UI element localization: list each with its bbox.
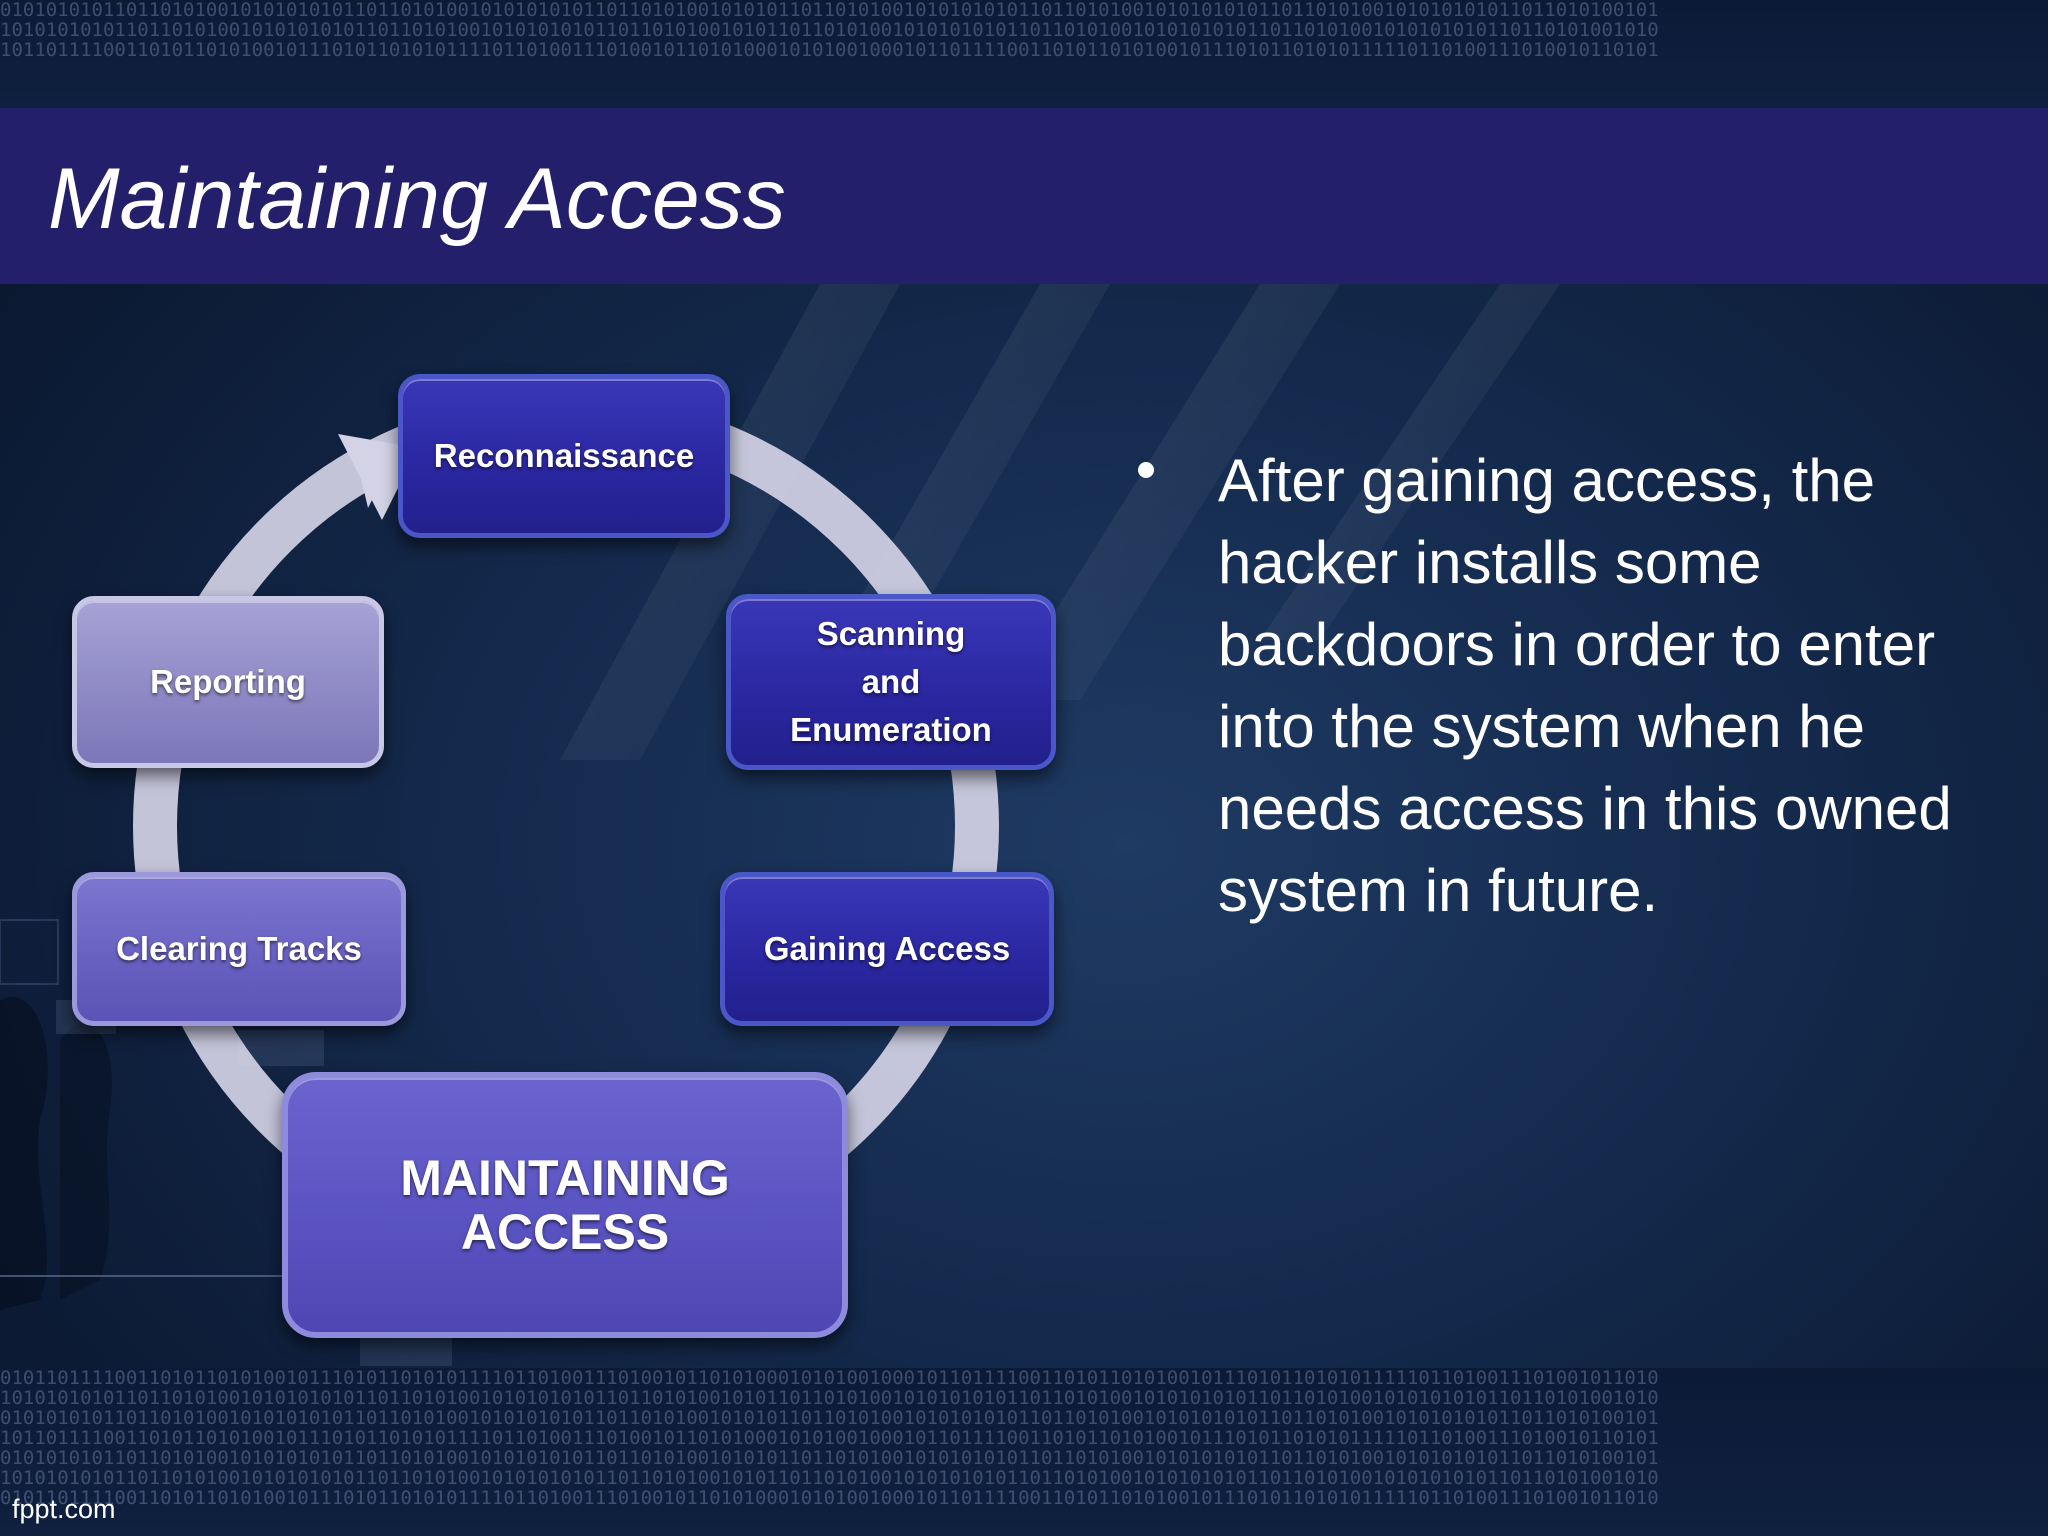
binary-line: 1010101010110110101001010101010110110101… — [0, 1387, 1659, 1409]
step-scanning-enumeration: Scanning and Enumeration — [726, 594, 1056, 770]
step-gaining-access-label: Gaining Access — [763, 930, 1011, 967]
step-reconnaissance-label: Reconnaissance — [433, 437, 695, 474]
step-gaining-access: Gaining Access — [720, 872, 1054, 1026]
binary-pattern-top: 0101010101101101010010101010101101101010… — [0, 0, 2048, 108]
step-reporting-label: Reporting — [150, 663, 306, 700]
bullet-dot-icon — [1138, 462, 1154, 478]
binary-line: 1011011110011010110101001011101011010101… — [0, 1427, 1659, 1449]
slide-title: Maintaining Access — [48, 151, 786, 247]
binary-line: 0101010101101101010010101010101101101010… — [0, 1407, 1659, 1429]
binary-pattern-bottom: 0101101111001101011010100101110101101010… — [0, 1368, 2048, 1536]
step-reporting: Reporting — [72, 596, 384, 768]
step-clearing-tracks: Clearing Tracks — [72, 872, 406, 1026]
step-maintaining-label-line1: MAINTAINING — [400, 1150, 730, 1206]
step-maintaining-access: MAINTAINING ACCESS — [282, 1072, 848, 1338]
step-clearing-tracks-label: Clearing Tracks — [116, 930, 362, 967]
title-bar — [0, 108, 2048, 284]
binary-line: 0101010101101101010010101010101101101010… — [0, 1447, 1659, 1469]
binary-line: 0101101111001101011010100101110101101010… — [0, 1487, 1659, 1509]
step-scanning-label-line2: and — [861, 663, 921, 700]
step-maintaining-label-line2: ACCESS — [460, 1204, 670, 1260]
footer-brand[interactable]: fppt.com — [12, 1494, 116, 1524]
step-scanning-label-line3: Enumeration — [790, 711, 992, 748]
step-reconnaissance: Reconnaissance — [398, 374, 730, 538]
binary-line: 0101101111001101011010100101110101101010… — [0, 1368, 1659, 1389]
binary-line: 1011011110011010110101001011101011010101… — [0, 39, 1659, 61]
binary-line: 0101010101101101010010101010101101101010… — [0, 0, 1659, 21]
binary-line: 1010101010110110101001010101010110110101… — [0, 19, 1659, 41]
binary-line: 1010101010110110101001010101010110110101… — [0, 1467, 1659, 1489]
bullet-item: After gaining access, the hacker install… — [1218, 447, 1952, 924]
step-scanning-label-line1: Scanning — [816, 615, 966, 652]
